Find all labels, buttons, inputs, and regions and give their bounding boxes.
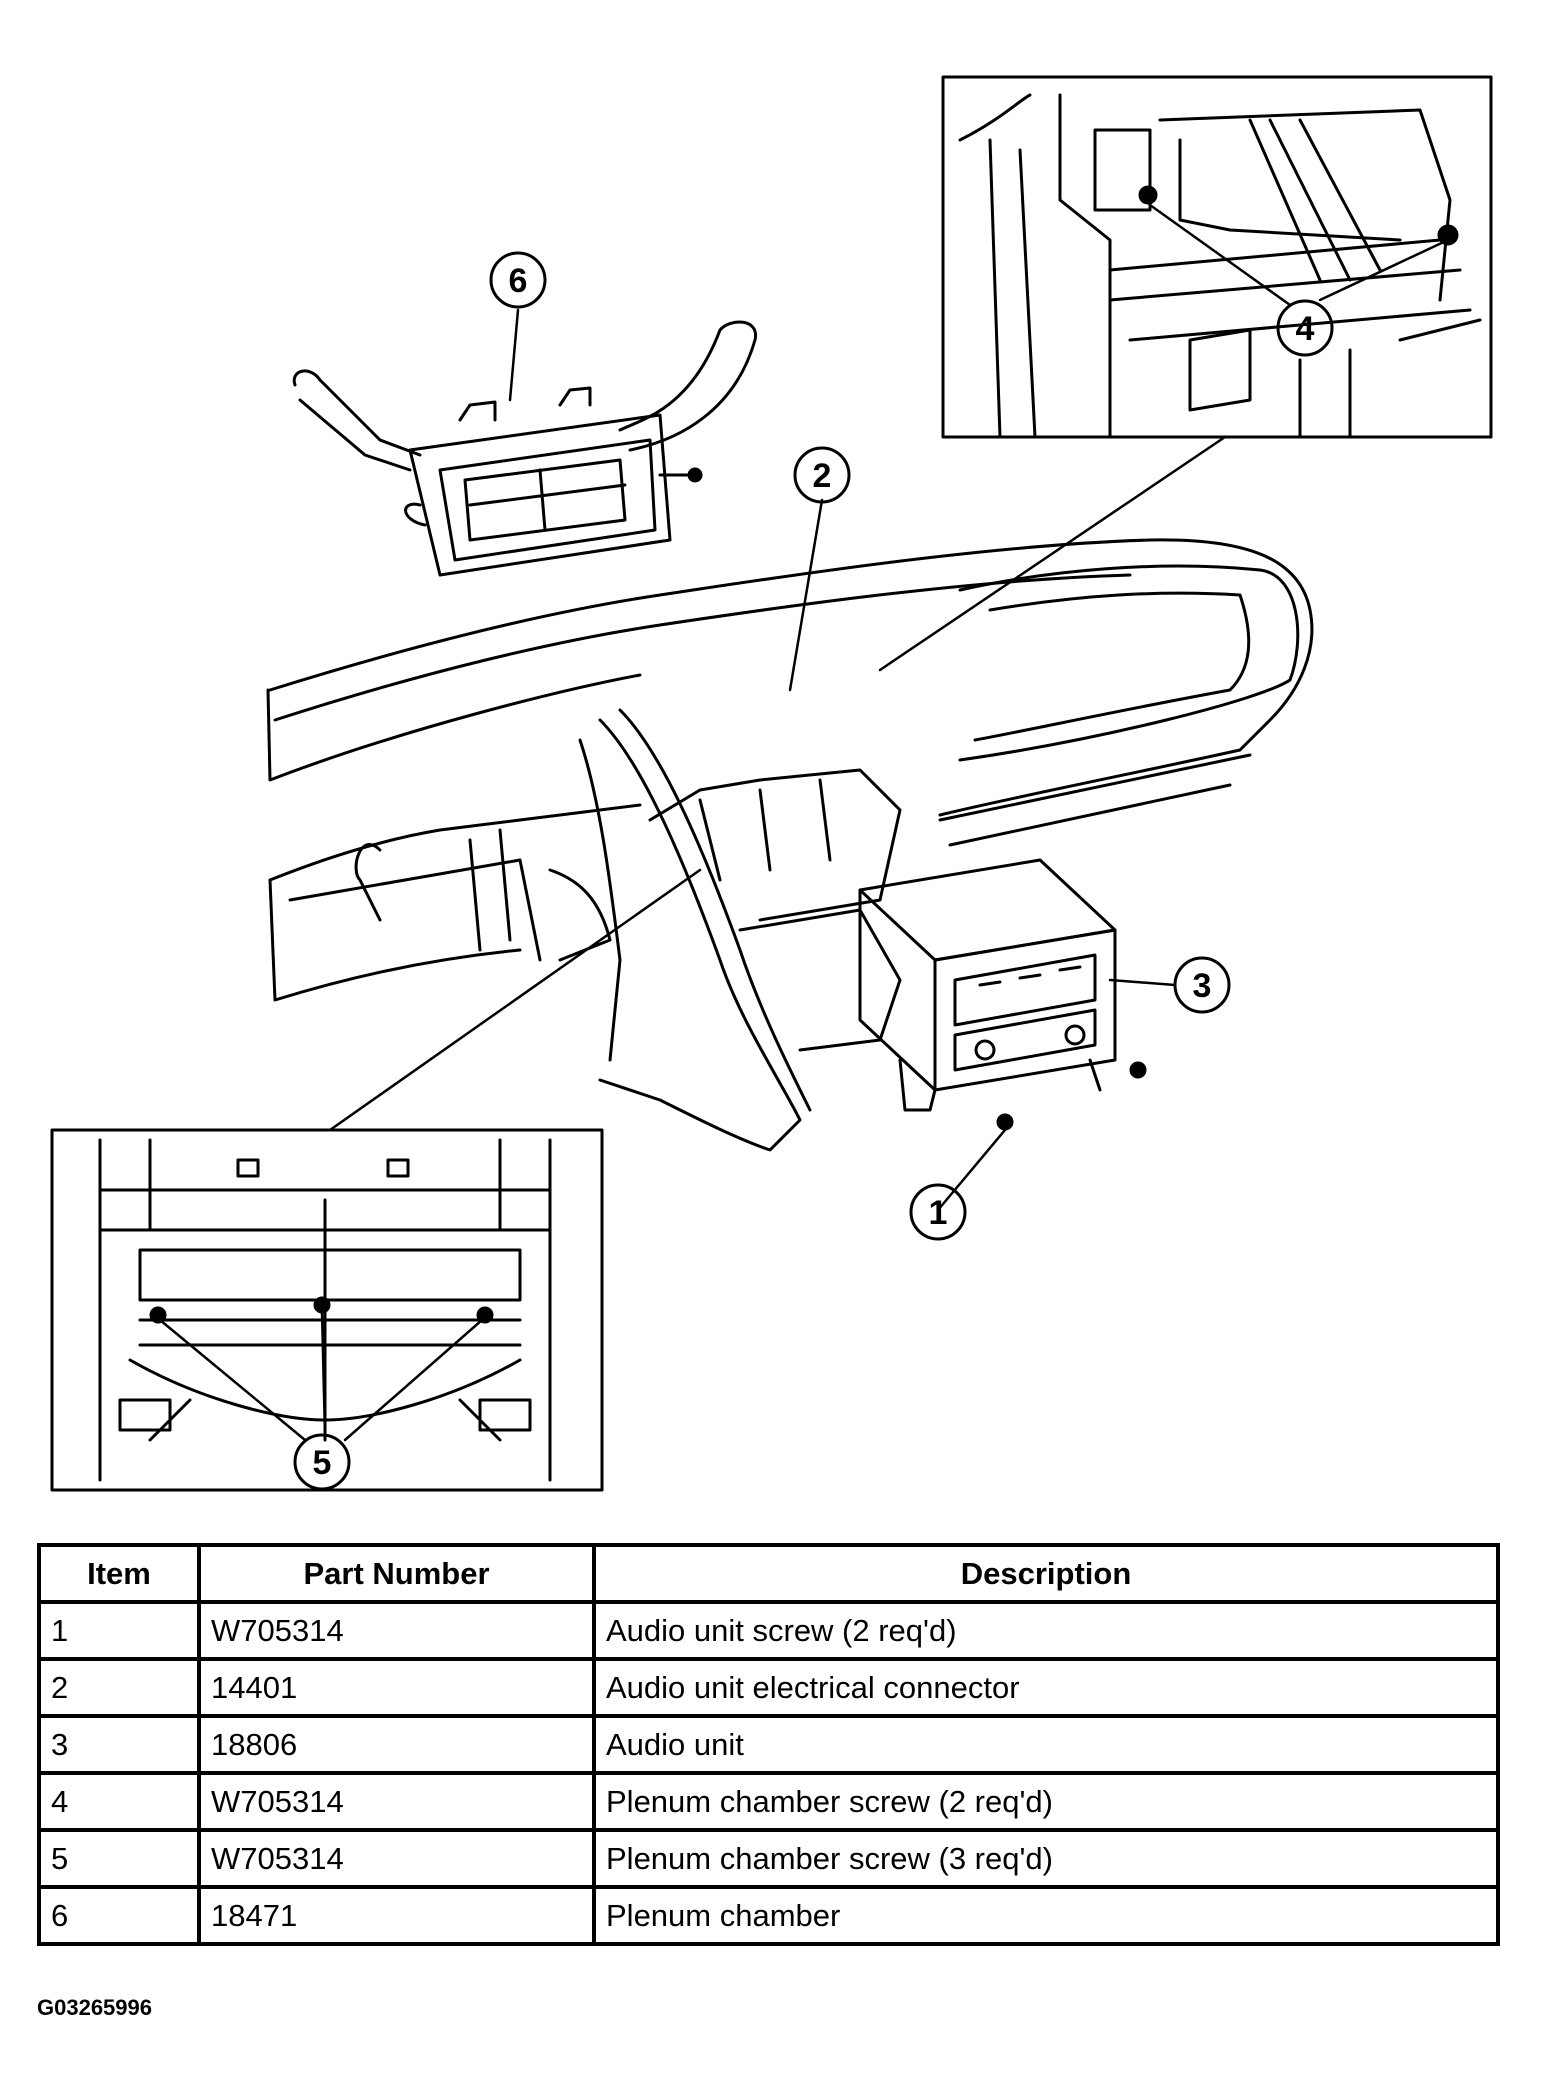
callout-2-circle [793,446,851,504]
inset-top-right [941,75,1493,439]
callout-circles [293,251,1334,1491]
item-cell: 3 [37,1714,201,1775]
item-cell: 4 [37,1771,201,1832]
table-row: 5 W705314 Plenum chamber screw (3 req'd) [37,1828,1500,1889]
table-row: 2 14401 Audio unit electrical connector [37,1657,1500,1718]
description-cell: Plenum chamber screw (2 req'd) [592,1771,1500,1832]
callout-5-circle [293,1433,351,1491]
exploded-view-illustration: 6 2 3 1 4 5 [50,75,1493,1492]
callout-5-label: 5 [313,1444,332,1482]
audio-unit-drawing [858,858,1147,1131]
callout-6-circle [489,251,547,309]
column-header-part-number: Part Number [197,1543,596,1604]
callout-2-label: 2 [813,457,832,495]
item-cell: 1 [37,1600,201,1661]
callout-6-label: 6 [509,262,528,300]
callout-4-label: 4 [1296,310,1315,348]
part-number-cell: W705314 [197,1600,596,1661]
description-cell: Plenum chamber screw (3 req'd) [592,1828,1500,1889]
table-row: 6 18471 Plenum chamber [37,1885,1500,1946]
item-cell: 2 [37,1657,201,1718]
callout-1-circle [909,1183,967,1241]
description-cell: Audio unit [592,1714,1500,1775]
column-header-item: Item [37,1543,201,1604]
parts-table: Item Part Number Description 1 W705314 A… [37,1543,1500,1946]
leader-lines [158,203,1450,1442]
item-cell: 5 [37,1828,201,1889]
callout-1-label: 1 [929,1194,948,1232]
part-number-cell: W705314 [197,1771,596,1832]
description-cell: Plenum chamber [592,1885,1500,1946]
instrument-panel-drawing [266,538,1314,1152]
item-cell: 6 [37,1885,201,1946]
callout-3-label: 3 [1193,967,1212,1005]
inset-bottom-left [50,1128,604,1492]
figure-id: G03265996 [37,1995,152,2020]
callout-4-circle [1276,299,1334,357]
callout-3-circle [1173,956,1231,1014]
table-header-row: Item Part Number Description [37,1543,1500,1604]
part-number-cell: 18806 [197,1714,596,1775]
column-header-description: Description [592,1543,1500,1604]
table-row: 4 W705314 Plenum chamber screw (2 req'd) [37,1771,1500,1832]
part-number-cell: 18471 [197,1885,596,1946]
part-number-cell: 14401 [197,1657,596,1718]
table-row: 3 18806 Audio unit [37,1714,1500,1775]
description-cell: Audio unit screw (2 req'd) [592,1600,1500,1661]
plenum-chamber-drawing [292,320,757,577]
table-row: 1 W705314 Audio unit screw (2 req'd) [37,1600,1500,1661]
description-cell: Audio unit electrical connector [592,1657,1500,1718]
part-number-cell: W705314 [197,1828,596,1889]
